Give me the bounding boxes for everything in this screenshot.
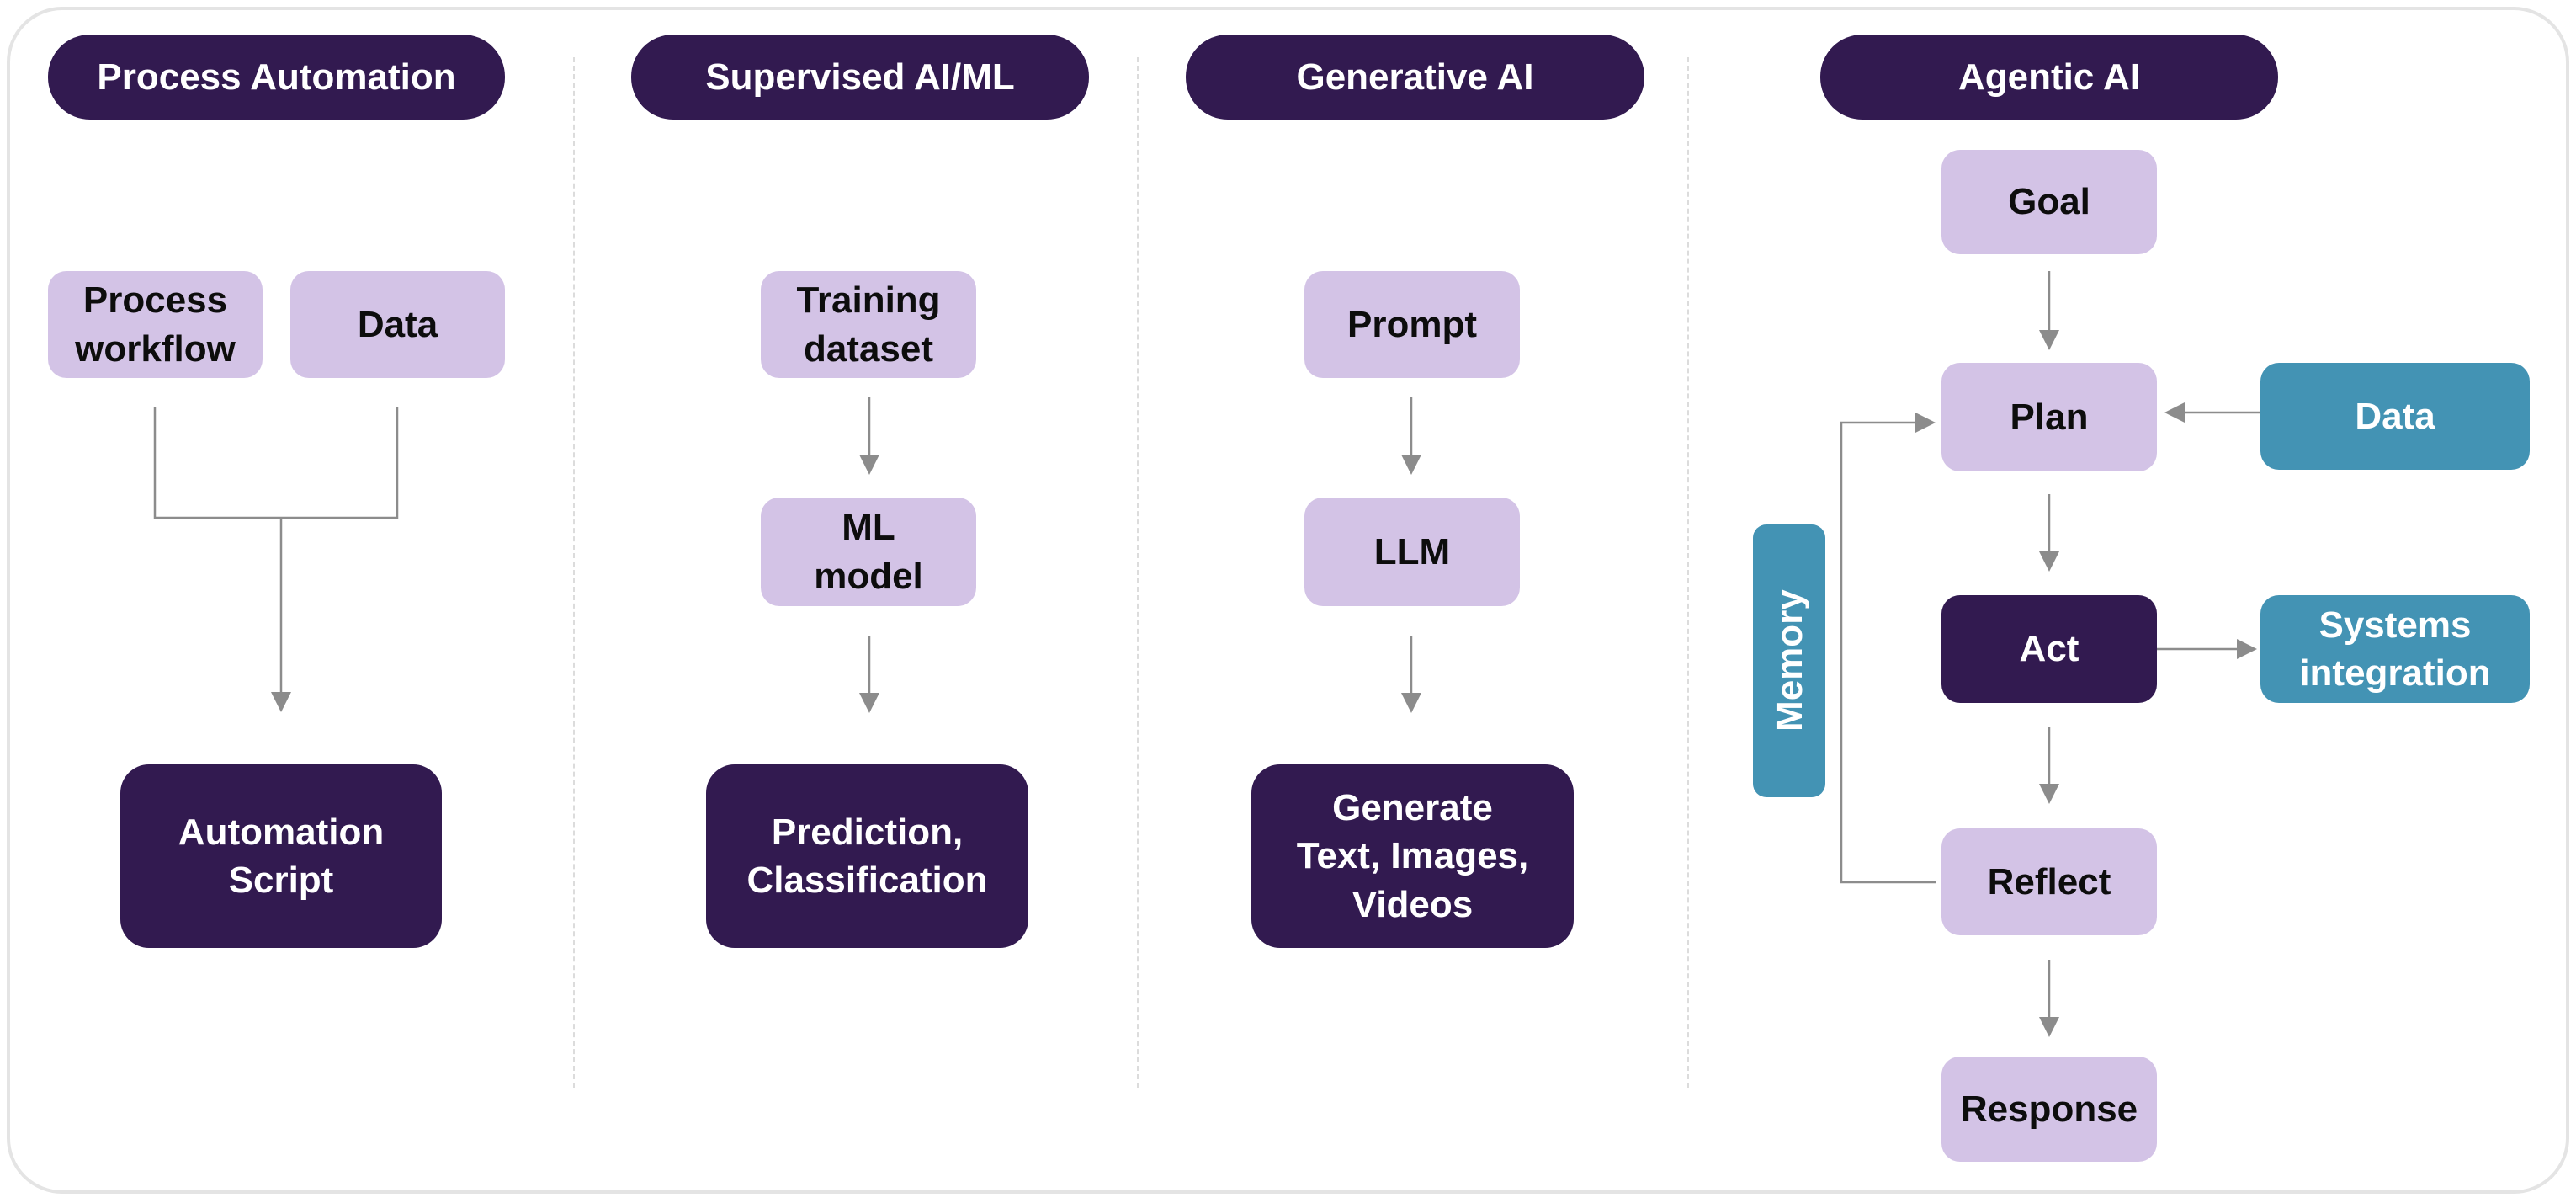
node-training-dataset: Training dataset <box>761 271 976 378</box>
node-process-workflow: Process workflow <box>48 271 263 378</box>
arrowhead <box>1401 693 1421 713</box>
arrowhead <box>2237 639 2257 659</box>
node-prediction-classification: Prediction, Classification <box>706 764 1028 948</box>
node-llm: LLM <box>1304 498 1520 606</box>
node-prompt: Prompt <box>1304 271 1520 378</box>
node-response: Response <box>1941 1057 2157 1162</box>
node-memory: Memory <box>1753 524 1825 797</box>
column-divider <box>1687 57 1689 1088</box>
node-data-source: Data <box>2260 363 2530 470</box>
column-header-generative-ai: Generative AI <box>1186 35 1644 120</box>
connector-merge <box>153 407 399 519</box>
node-reflect: Reflect <box>1941 828 2157 935</box>
arrowhead <box>859 693 879 713</box>
node-ml-model: ML model <box>761 498 976 606</box>
node-automation-script: Automation Script <box>120 764 442 948</box>
column-header-supervised-ai-ml: Supervised AI/ML <box>631 35 1089 120</box>
arrowhead <box>2164 402 2185 423</box>
column-header-agentic-ai: Agentic AI <box>1820 35 2278 120</box>
column-header-process-automation: Process Automation <box>48 35 505 120</box>
node-systems-integration: Systems integration <box>2260 595 2530 703</box>
arrowhead <box>859 455 879 475</box>
node-plan: Plan <box>1941 363 2157 471</box>
node-act: Act <box>1941 595 2157 703</box>
node-generate-output: Generate Text, Images, Videos <box>1251 764 1574 948</box>
arrowhead <box>2039 1017 2059 1037</box>
column-divider <box>573 57 575 1088</box>
node-goal: Goal <box>1941 150 2157 254</box>
arrowhead <box>2039 784 2059 804</box>
arrowhead <box>271 692 291 712</box>
arrowhead <box>2039 330 2059 350</box>
arrowhead <box>1401 455 1421 475</box>
memory-label: Memory <box>1768 589 1810 732</box>
arrowhead <box>2039 551 2059 572</box>
feedback-loop-reflect-to-plan <box>1840 421 1936 884</box>
column-divider <box>1137 57 1139 1088</box>
arrowhead <box>1915 413 1936 433</box>
node-data-input: Data <box>290 271 505 378</box>
